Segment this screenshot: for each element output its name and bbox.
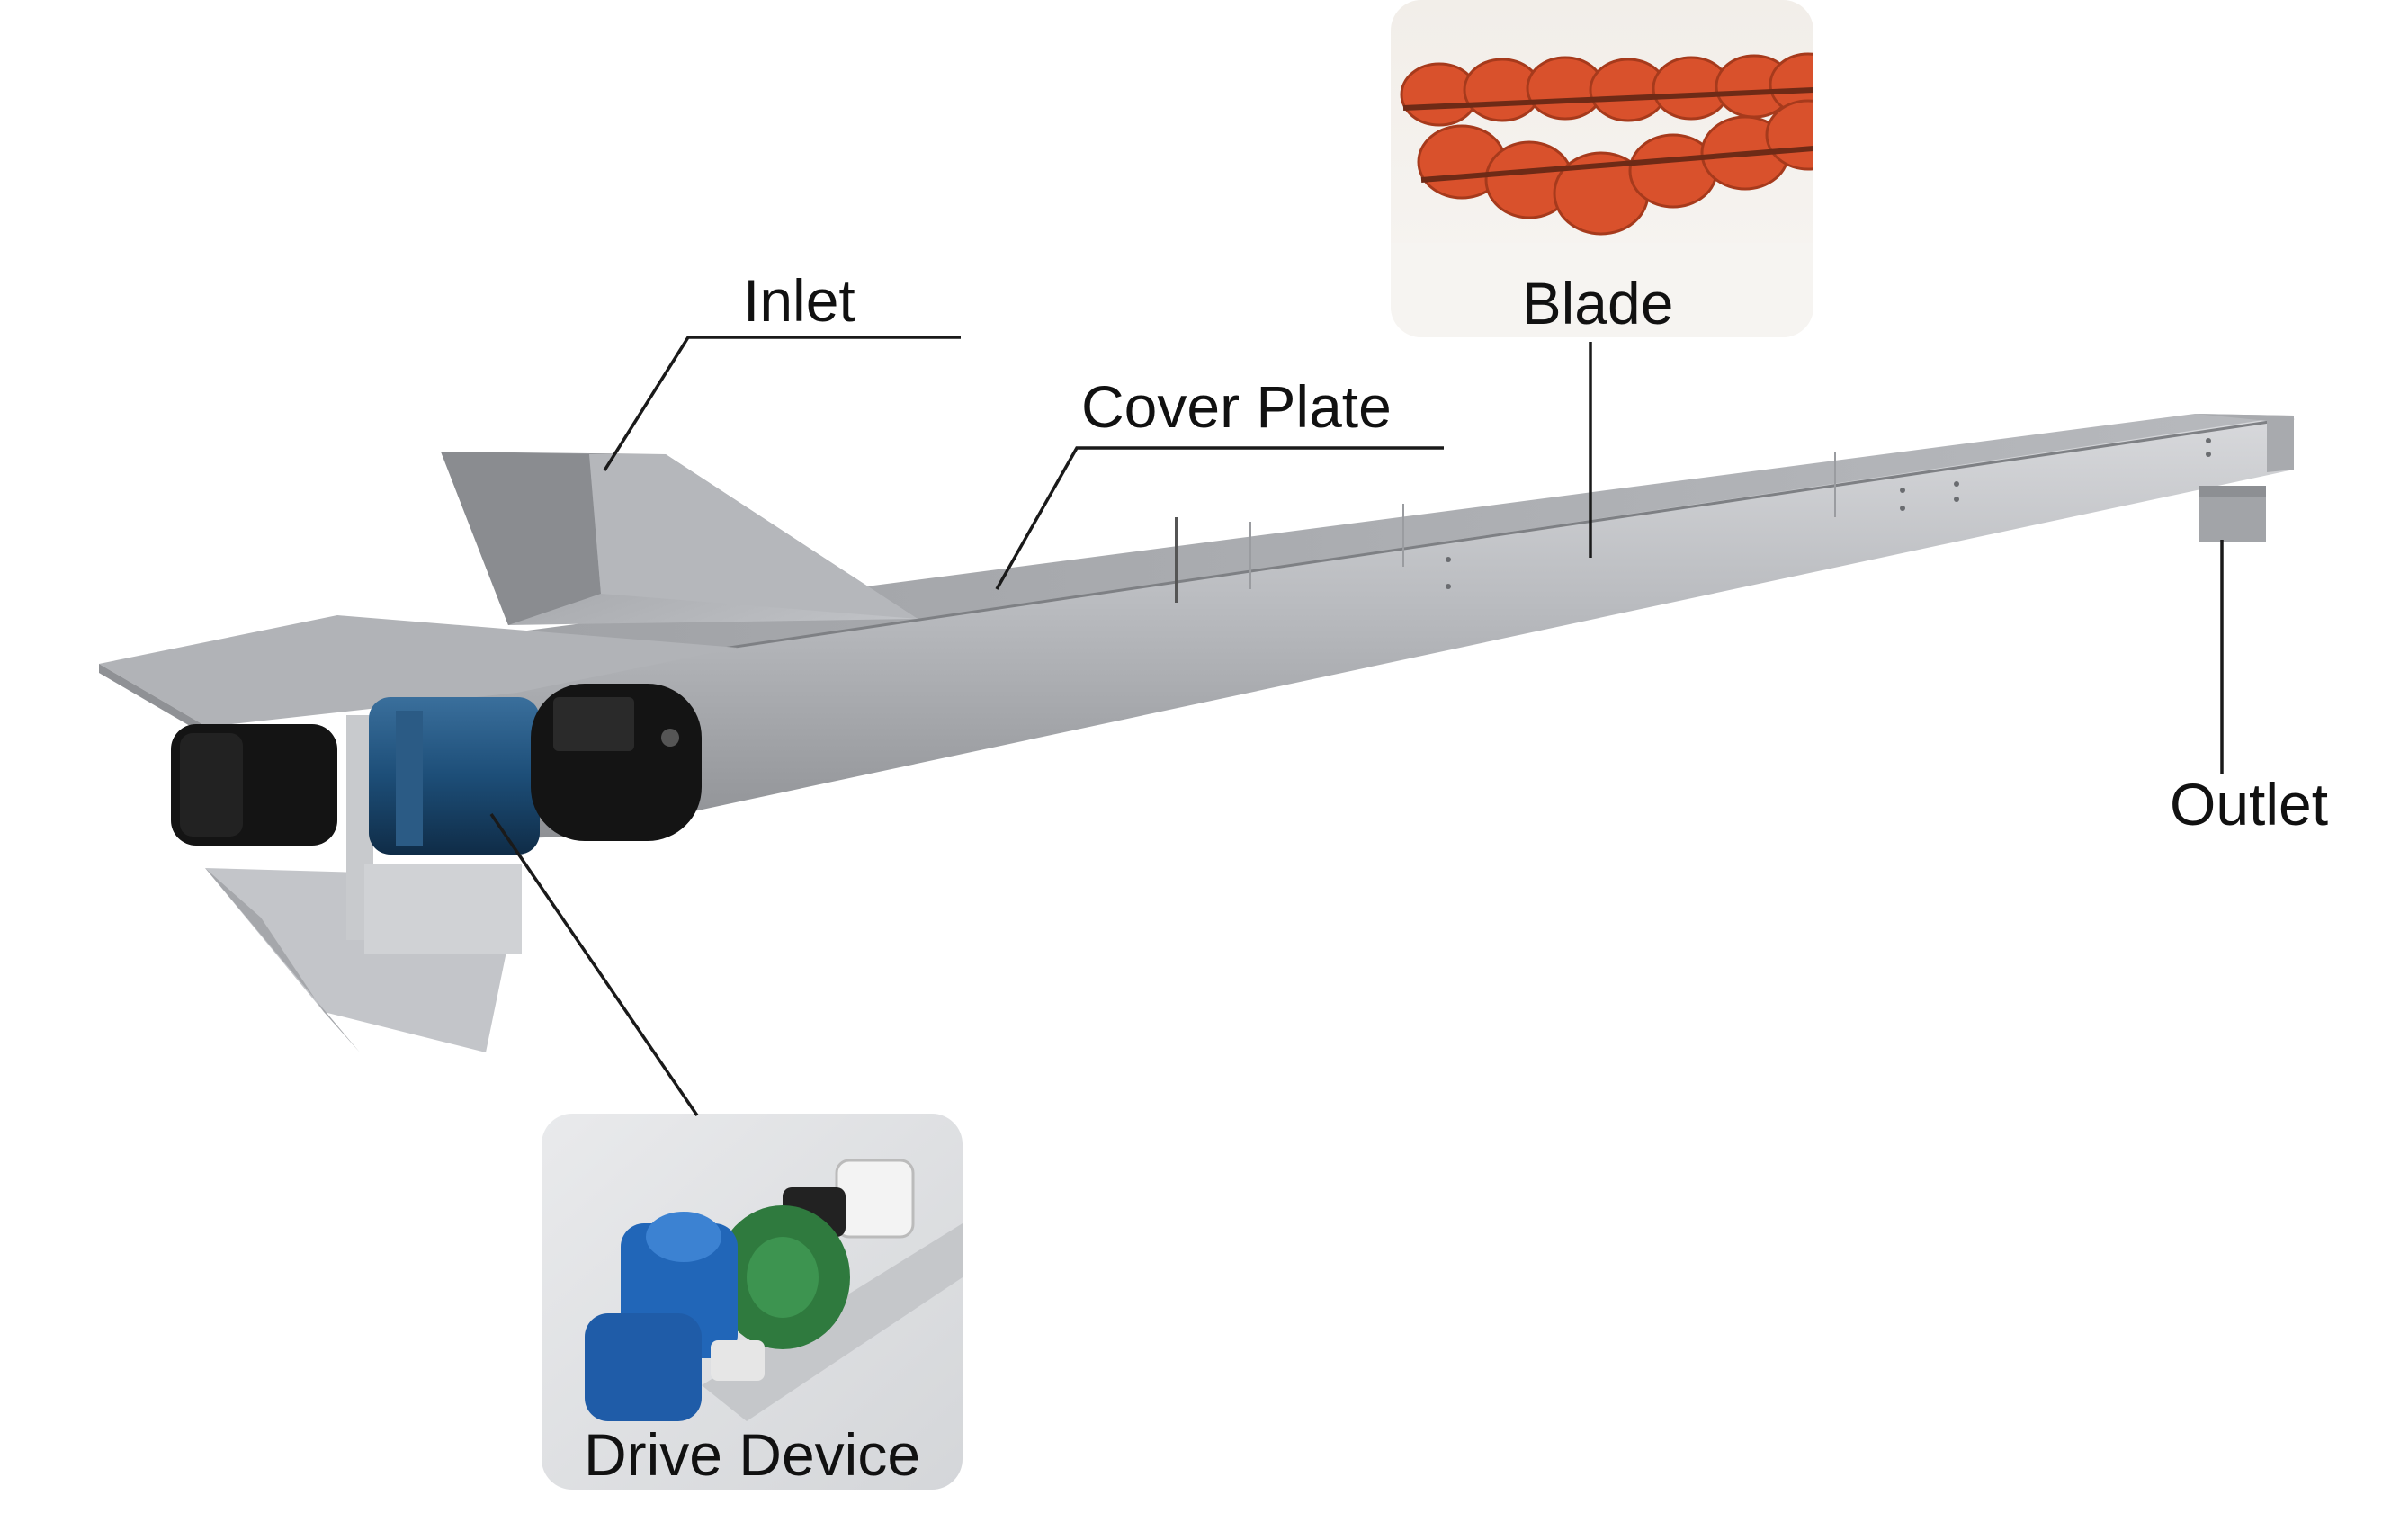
drive-motor-icon [585,1159,963,1421]
motor-assembly [171,684,702,855]
conveyor [99,414,2295,1052]
outlet-label: Outlet [2170,771,2328,837]
blade-inset-photo: Blade [1391,0,1813,337]
drive-device-leader [489,813,699,1116]
leader-lines [489,336,2224,1116]
inlet-leader [603,336,961,471]
trough [396,416,2294,841]
cover-plate-label: Cover Plate [1081,373,1392,440]
motor-cover-plate [99,615,738,727]
drive-device-label: Drive Device [584,1421,920,1488]
drive-device-inset-photo: Drive Device [542,1114,963,1490]
blade-label: Blade [1522,270,1674,336]
cover-plate-leader [995,446,1444,590]
inlet-label: Inlet [743,267,855,334]
screw-blade-icon [1391,52,1813,337]
